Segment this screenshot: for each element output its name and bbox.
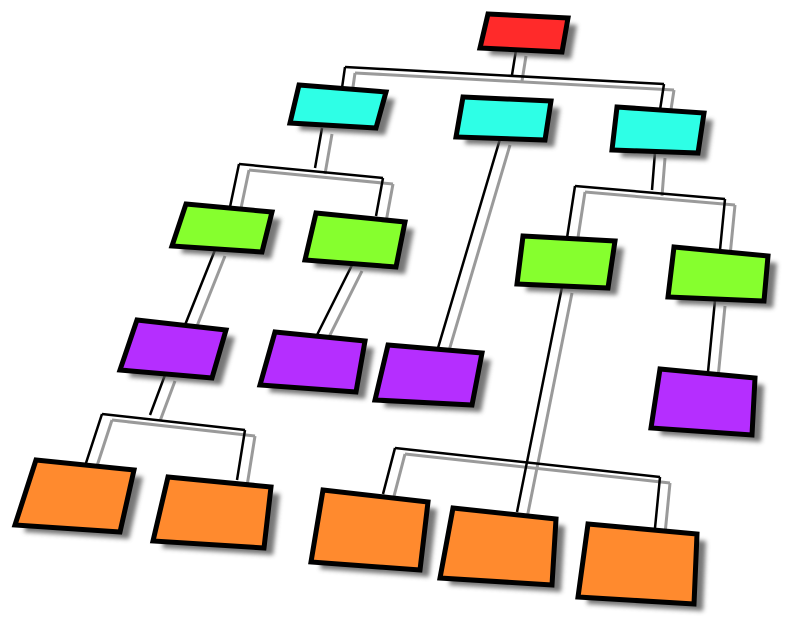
connector-shadow (248, 168, 394, 186)
connector-shadow (94, 419, 114, 470)
connector-shadow (584, 190, 736, 207)
connector-line (394, 446, 661, 479)
node-box-level-3 (116, 317, 230, 381)
node-box-level-2 (301, 210, 408, 270)
connector-shadow (111, 418, 256, 438)
node-box-level-1 (609, 104, 707, 156)
connector-line (340, 66, 347, 89)
connector-line (313, 127, 324, 169)
connector-shadow (404, 452, 671, 485)
connector-shadow (245, 435, 257, 487)
node-box-level-1 (453, 94, 554, 143)
connector-shadow (354, 71, 675, 92)
node-box-level-4 (11, 457, 138, 535)
connector-line (381, 447, 397, 495)
connector-line (344, 65, 665, 86)
connector-shadow (525, 292, 574, 519)
connector-line (374, 177, 385, 217)
connector-line (658, 83, 666, 111)
nodes (11, 11, 777, 611)
connector-line (515, 286, 564, 513)
connector-shadow (193, 255, 227, 332)
connector-shadow (660, 157, 667, 197)
connector-line (315, 264, 354, 336)
connectors (84, 49, 727, 529)
node-box-level-3 (371, 342, 485, 408)
connector-shadow (325, 270, 364, 342)
node-box-level-2 (514, 233, 618, 291)
node-box-level-4 (308, 487, 431, 573)
connector-line (101, 412, 246, 432)
node-box-level-3 (256, 329, 368, 395)
connector-line (238, 162, 384, 180)
connector-line (228, 163, 241, 208)
connector-line (574, 184, 726, 201)
node-box-level-1 (286, 82, 390, 131)
connector-line (436, 138, 502, 349)
connector-shadow (158, 380, 177, 422)
connector-line (706, 299, 717, 373)
node-box-level-4 (149, 474, 274, 551)
connector-shadow (446, 144, 512, 355)
connector-shadow (238, 169, 251, 214)
node-box-level-4 (575, 521, 700, 607)
connector-shadows (94, 55, 737, 535)
connector-line (565, 185, 577, 239)
connector-shadow (728, 204, 737, 257)
connector-line (183, 249, 217, 326)
connector-shadow (716, 305, 727, 379)
node-box-level-3 (648, 366, 758, 438)
connector-line (148, 374, 167, 416)
node-box-level-2 (665, 244, 771, 304)
connector-shadow (323, 133, 334, 175)
connector-line (718, 198, 727, 251)
connector-line (84, 413, 104, 464)
connector-shadow (391, 453, 407, 501)
connector-line (650, 151, 657, 191)
connector-line (653, 476, 662, 529)
node-box-level-4 (437, 505, 559, 588)
node-box-level-2 (168, 201, 276, 255)
connector-shadow (663, 482, 672, 535)
connector-shadow (384, 183, 395, 223)
node-box-level-0 (476, 11, 571, 55)
connector-shadow (575, 191, 587, 245)
connector-line (235, 429, 247, 481)
